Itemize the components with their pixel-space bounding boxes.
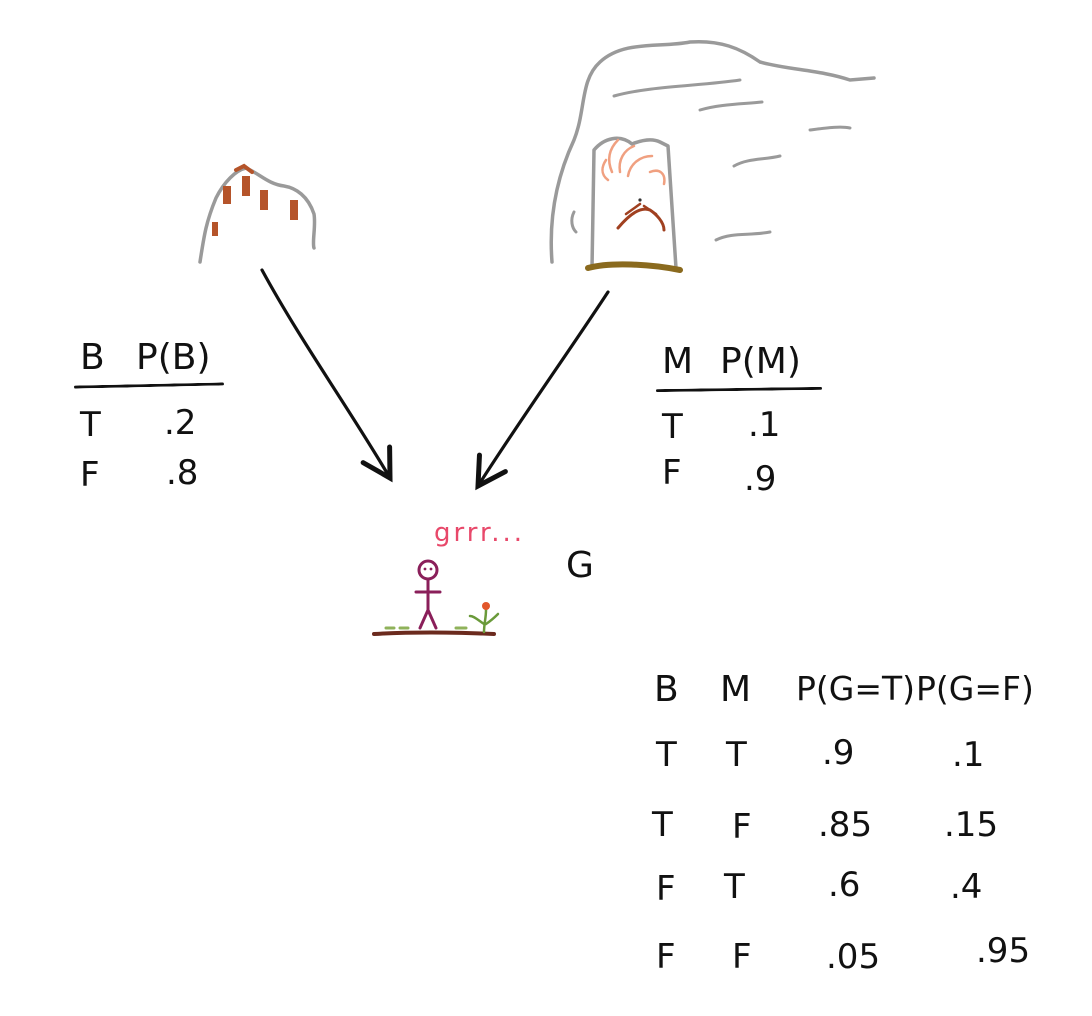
table-g-row-2-false: .15 (944, 805, 999, 845)
table-m-row-1-prob: .1 (748, 405, 781, 445)
table-b-row-2-var: F (80, 455, 100, 495)
table-g-row-1-false: .1 (952, 735, 985, 775)
table-g-row-1-m: T (726, 735, 747, 775)
table-b-header-var: B (80, 337, 105, 378)
table-g-row-3-b: F (656, 869, 676, 909)
table-g-row-4-false: .95 (976, 931, 1031, 971)
stick-figure-icon (372, 559, 500, 636)
table-g-header-m: M (720, 669, 752, 710)
table-g-row-2-true: .85 (818, 805, 873, 845)
table-g-row-1-true: .9 (822, 733, 855, 773)
edge-b-to-g (260, 268, 393, 483)
table-b-row-2-prob: .8 (166, 453, 199, 493)
table-m-header-prob: P(M) (720, 341, 801, 382)
growl-speech: grrr... (434, 518, 526, 548)
table-g-row-4-true: .05 (826, 937, 881, 977)
table-m-header-var: M (662, 341, 694, 382)
table-g-header-b: B (654, 669, 679, 710)
table-g-row-3-true: .6 (828, 865, 861, 905)
table-m-row-2-var: F (662, 453, 682, 493)
table-m-row-1-var: T (662, 407, 683, 447)
cave-monster-icon (549, 39, 876, 273)
table-g-header-true: P(G=T) (796, 669, 916, 708)
node-g-label: G (566, 545, 594, 586)
table-b-row-1-prob: .2 (164, 403, 197, 443)
table-g-row-3-m: T (724, 867, 745, 907)
table-g-row-2-m: F (732, 807, 752, 847)
edge-m-to-g (475, 290, 610, 491)
table-g-row-4-b: F (656, 937, 676, 977)
table-b-header-prob: P(B) (136, 337, 211, 378)
table-g-header-false: P(G=F) (916, 669, 1034, 708)
table-m-row-2-prob: .9 (744, 459, 777, 499)
table-g-row-1-b: T (656, 735, 677, 775)
table-b-row-1-var: T (80, 405, 101, 445)
castle-tower-icon (198, 163, 317, 264)
table-g-row-3-false: .4 (950, 867, 983, 907)
table-g-row-4-m: F (732, 937, 752, 977)
table-g-row-2-b: T (652, 805, 673, 845)
